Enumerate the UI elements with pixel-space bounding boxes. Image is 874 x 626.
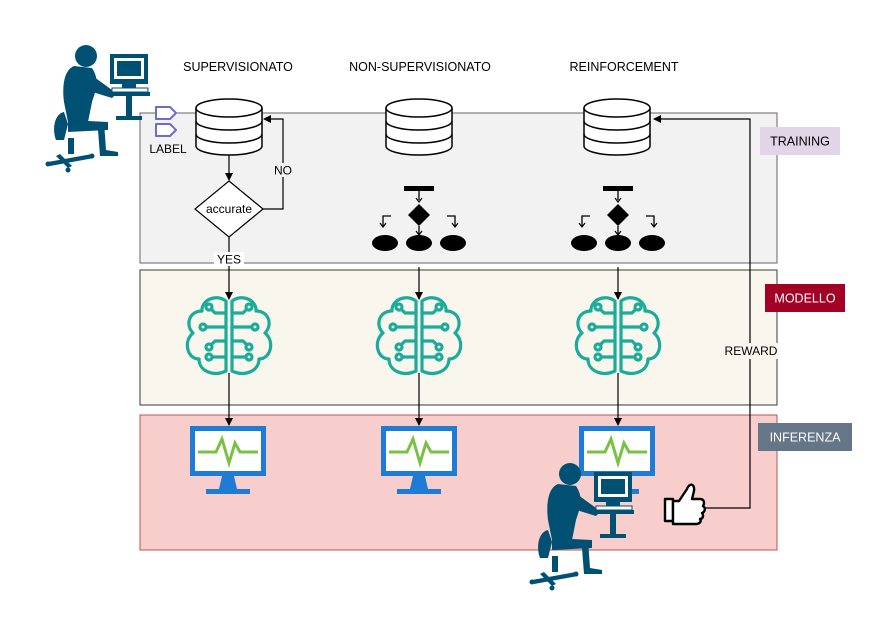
- label-tag-icon: [155, 106, 177, 120]
- database-icon: [195, 98, 263, 156]
- inferenza-badge: [758, 423, 852, 451]
- training-badge: [760, 127, 840, 155]
- column-title-non-supervisionato: NON-SUPERVISIONATO: [349, 60, 491, 74]
- label-tag-icon: [155, 123, 177, 137]
- user-at-computer-icon: [45, 44, 151, 173]
- inferenza-badge-label: INFERENZA: [770, 431, 842, 445]
- database-icon: [385, 98, 453, 156]
- decision-label: accurate: [206, 202, 252, 216]
- yes-label: YES: [217, 253, 241, 267]
- column-title-supervisionato: SUPERVISIONATO: [183, 60, 293, 74]
- reward-label: REWARD: [725, 344, 778, 358]
- modello-badge: [765, 284, 845, 312]
- training-badge-label: TRAINING: [770, 135, 830, 149]
- no-label: NO: [274, 164, 292, 178]
- label-text: LABEL: [149, 142, 187, 156]
- modello-badge-label: MODELLO: [774, 292, 835, 306]
- database-icon: [583, 98, 651, 156]
- column-title-reinforcement: REINFORCEMENT: [569, 60, 678, 74]
